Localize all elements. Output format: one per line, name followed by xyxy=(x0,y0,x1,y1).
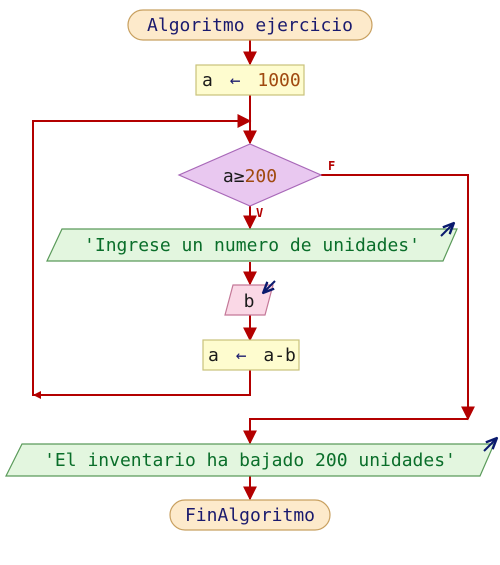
edge-false-merge xyxy=(243,418,468,445)
input-b-arrow-icon xyxy=(264,280,276,292)
start-terminal[interactable] xyxy=(127,9,373,41)
output-result-arrow-icon xyxy=(483,439,496,452)
assign-update-var: a xyxy=(208,345,219,366)
assign-initial-box[interactable] xyxy=(195,64,305,96)
decision-var: a xyxy=(223,166,234,187)
end-terminal[interactable] xyxy=(169,499,331,531)
edge-false-path xyxy=(321,174,475,421)
assign-initial-text: a ← 1000 xyxy=(202,70,301,91)
assign-update-expr: a-b xyxy=(263,345,296,366)
assign-initial-value: 1000 xyxy=(257,70,300,91)
output-prompt-box[interactable] xyxy=(46,228,458,262)
decision-diamond[interactable] xyxy=(177,143,323,207)
start-label: Algoritmo ejercicio xyxy=(147,15,353,36)
input-b-text: b xyxy=(244,291,255,312)
output-result-text: 'El inventario ha bajado 200 unidades' xyxy=(44,450,456,471)
output-prompt-text: 'Ingrese un numero de unidades' xyxy=(84,235,420,256)
assign-update-text: a ← a-b xyxy=(208,345,296,366)
assign-update-box[interactable] xyxy=(202,339,300,371)
output-prompt-arrow-icon xyxy=(440,224,453,237)
input-b-box[interactable] xyxy=(224,284,274,316)
output-result-box[interactable] xyxy=(5,443,495,477)
false-branch-label: F xyxy=(328,159,335,173)
decision-op: ≥ xyxy=(234,166,245,187)
assign-initial-arrow: ← xyxy=(230,70,241,91)
true-branch-label: V xyxy=(256,206,263,220)
assign-initial-var: a xyxy=(202,70,213,91)
end-label: FinAlgoritmo xyxy=(185,505,315,526)
assign-update-arrow: ← xyxy=(236,345,247,366)
decision-value: 200 xyxy=(245,166,278,187)
decision-text: a≥200 xyxy=(223,166,277,187)
